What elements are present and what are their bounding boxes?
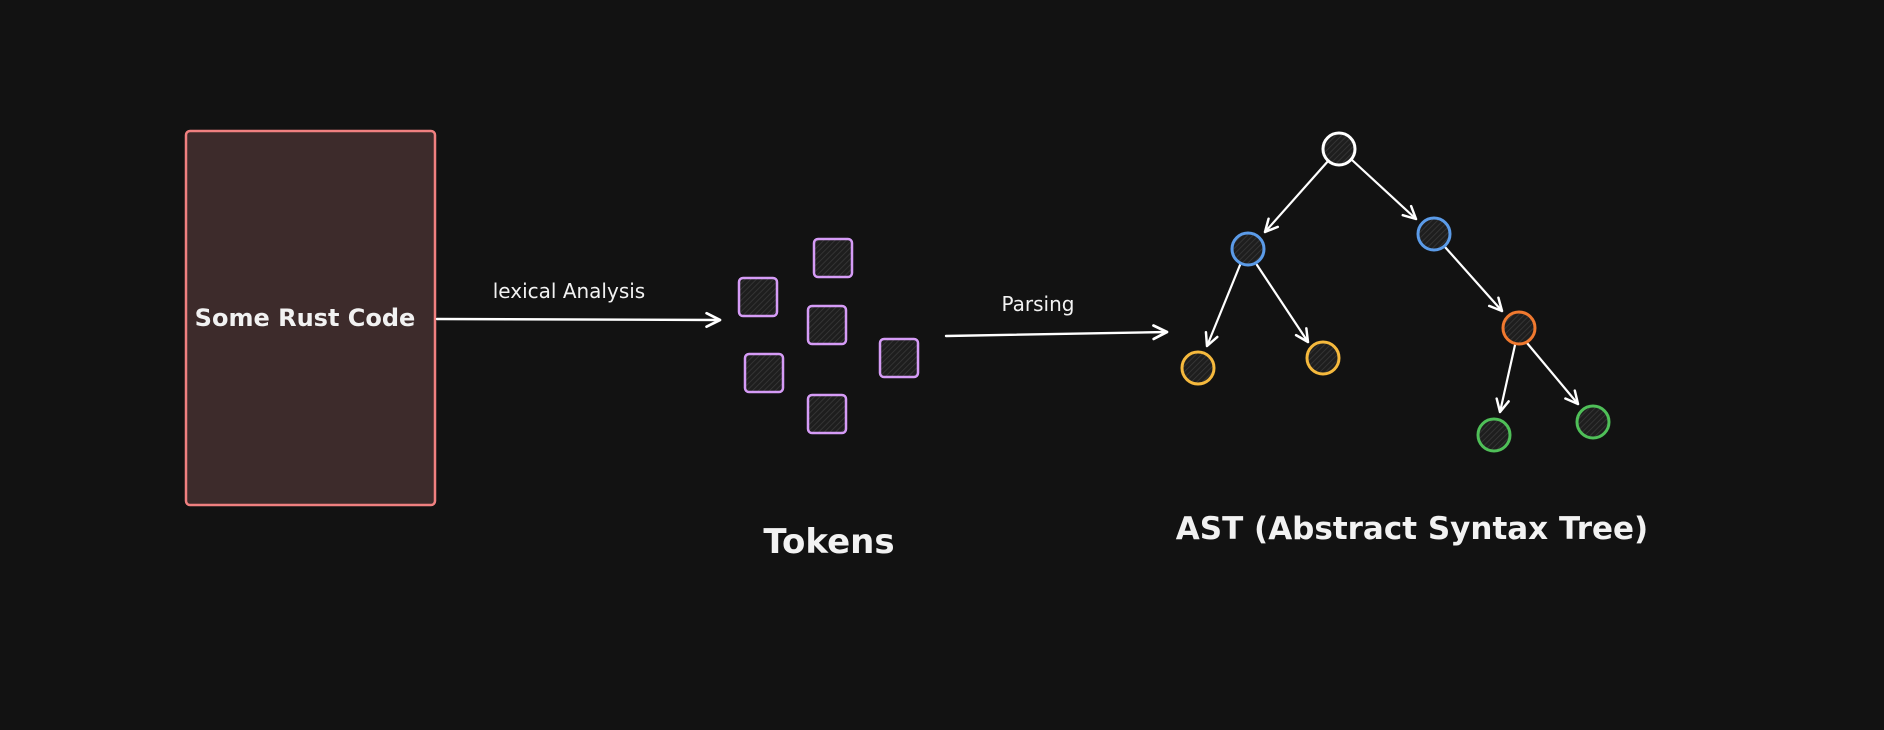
ast-edge (1495, 343, 1517, 414)
ast-inner-node (1501, 310, 1537, 346)
ast-caption: AST (Abstract Syntax Tree) (1176, 511, 1648, 547)
source-code-rect (184, 129, 437, 507)
parsing-label: Parsing (1002, 292, 1075, 316)
token-square (743, 352, 785, 394)
ast-edge (1350, 158, 1418, 221)
source-code-box: Some Rust Code (184, 129, 437, 507)
ast-leaf-node (1476, 417, 1512, 453)
ast-node-left (1230, 231, 1266, 267)
ast-edge (1255, 263, 1310, 344)
ast-leaf-node (1575, 404, 1611, 440)
ast-root-node (1321, 131, 1357, 167)
ast-leaf-node (1305, 340, 1341, 376)
ast-node-right (1416, 216, 1452, 252)
ast-leaf-node (1180, 350, 1216, 386)
lexical-analysis-label: lexical Analysis (493, 279, 645, 303)
ast-nodes (1180, 131, 1611, 453)
lexical-analysis-arrow (435, 311, 722, 329)
tokens-caption: Tokens (763, 522, 894, 562)
token-square (812, 237, 854, 279)
ast-edge (1263, 158, 1331, 234)
token-square (806, 304, 848, 346)
token-square (737, 276, 779, 318)
token-square (878, 337, 920, 379)
parsing-arrow (944, 324, 1169, 341)
ast-edge (1525, 341, 1580, 406)
source-code-label: Some Rust Code (195, 304, 416, 332)
token-square (806, 393, 848, 435)
ast-edges (1204, 158, 1580, 414)
parsing-edge: Parsing (944, 292, 1169, 341)
lexical-analysis-edge: lexical Analysis (435, 279, 722, 329)
ast-edge (1443, 245, 1504, 313)
ast-edge (1204, 263, 1242, 348)
tokens-group: Tokens (737, 237, 920, 562)
